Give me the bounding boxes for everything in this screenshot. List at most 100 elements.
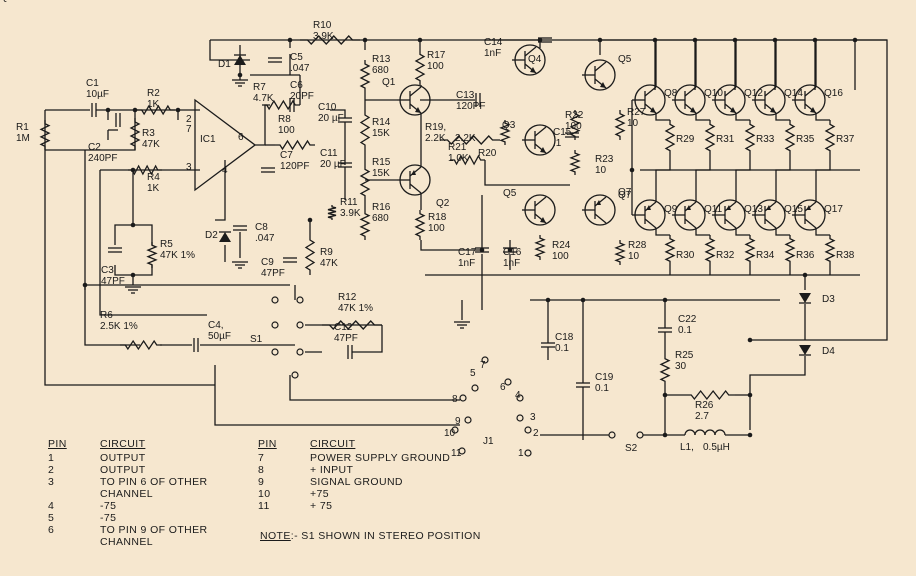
legend-row: 4 -75: [48, 500, 250, 512]
resistor-ref: R25: [675, 350, 694, 361]
transistor-q7: [582, 194, 616, 226]
connector-label: J1: [483, 436, 494, 447]
resistor-value: 10: [627, 118, 639, 129]
resistor-r26: [685, 389, 735, 401]
capacitor-value: 10µF: [86, 89, 109, 100]
resistor-value: 47K 1%: [160, 250, 195, 261]
switch-label: S2: [625, 443, 638, 454]
wire: [655, 155, 671, 202]
wire: [114, 224, 133, 245]
legend-row: 5-75: [48, 512, 250, 524]
resistor-value: 100: [427, 61, 444, 72]
capacitor-c17: [475, 247, 489, 253]
resistor-r3: [129, 118, 141, 150]
terminal: [458, 447, 466, 455]
capacitor-c11: [338, 162, 352, 168]
resistor-value: 100: [565, 121, 582, 132]
legend-circuit: OUTPUT: [100, 452, 146, 464]
resistor-r21: [450, 154, 485, 166]
legend-pin: 4: [48, 500, 55, 512]
junction-dot: [662, 392, 668, 398]
junction-dot: [507, 247, 513, 253]
transistor-label: Q2: [436, 198, 450, 209]
junction-dot: [417, 37, 423, 43]
resistor-ref: R24: [552, 240, 571, 251]
transistor-q15: [752, 199, 786, 231]
legend-row: 1 OUTPUT: [48, 452, 250, 464]
capacitor-c19: [576, 382, 590, 388]
resistor-ref: R22: [565, 110, 584, 121]
resistor-r33: [744, 120, 756, 155]
capacitor-ref: C18: [555, 332, 574, 343]
resistor-ref: R34: [756, 250, 775, 261]
ic-label: IC1: [200, 134, 216, 145]
capacitor-ref: C6: [290, 80, 303, 91]
diode-label: D2: [205, 230, 218, 241]
resistor-r35: [784, 120, 796, 155]
legend-circuit: OUTPUT: [100, 464, 146, 476]
transistor-q2: [397, 164, 431, 196]
transistor-q5: [582, 59, 616, 91]
capacitor-c12: [347, 345, 353, 359]
resistor-value: 100: [278, 125, 295, 136]
resistor-ref: R26: [695, 400, 714, 411]
resistor-r22: [569, 110, 581, 140]
resistor-ref: R21: [448, 142, 467, 153]
wire: [815, 228, 830, 236]
resistor-r27: [614, 110, 626, 140]
junction-dot: [175, 107, 181, 113]
inductor-value: 0.5µH: [703, 442, 730, 453]
terminal: [524, 426, 532, 434]
resistor-ref: R23: [595, 154, 614, 165]
note-text: :- S1 SHOWN IN STEREO POSITION: [290, 530, 481, 542]
resistor-value: 100: [428, 223, 445, 234]
resistor-value: 15K: [372, 128, 390, 139]
legend-circuit: -75: [100, 500, 117, 512]
capacitor-c2: [115, 113, 121, 127]
wire: [255, 104, 270, 146]
resistor-r25: [659, 355, 671, 385]
capacitor-value: .047: [290, 63, 310, 74]
wire: [735, 155, 751, 202]
resistor-value: 3.9K: [340, 208, 361, 219]
resistor-ref: R10: [313, 20, 332, 31]
resistor-value: 47K 1%: [338, 303, 373, 314]
legend-pin: 6: [48, 524, 55, 536]
capacitor-c16: [503, 247, 517, 253]
capacitor-value: 120PF: [280, 161, 309, 172]
resistor-ref: R8: [278, 114, 291, 125]
ic-pin-label: 2: [186, 114, 192, 125]
ic-pin-label: 7: [186, 124, 192, 135]
terminal: [291, 371, 299, 379]
legend-pin: 1: [48, 452, 55, 464]
wire: [775, 113, 790, 121]
wire: [289, 375, 460, 401]
wire: [775, 155, 791, 202]
capacitor-ref: C5: [290, 52, 303, 63]
capacitor-value: 47PF: [261, 268, 285, 279]
terminal: [296, 296, 304, 304]
junction-dot: [747, 432, 753, 438]
transistor-label: Q3: [502, 120, 516, 131]
resistor-value: 1K: [147, 99, 160, 110]
junction-dot: [662, 432, 668, 438]
resistor-ref: R36: [796, 250, 815, 261]
resistor-ref: R15: [372, 157, 391, 168]
legend-circuit: TO PIN 6 OF OTHER CHANNEL: [100, 476, 208, 500]
resistor-value: 30: [675, 361, 687, 372]
capacitor-c4: [193, 338, 199, 352]
legend-pin: 8: [258, 464, 265, 476]
connector-pin: 7: [480, 360, 486, 371]
capacitor-ref: C13: [456, 90, 475, 101]
diode-d1: [234, 54, 246, 65]
legend-row: 8+ INPUT: [258, 464, 480, 476]
wire: [420, 240, 480, 251]
legend-pin: 7: [258, 452, 265, 464]
switch-label: S1: [250, 334, 263, 345]
capacitor-c5: [268, 57, 282, 63]
legend-pin: 2: [48, 464, 55, 476]
resistor-value: 1.0K: [448, 153, 469, 164]
